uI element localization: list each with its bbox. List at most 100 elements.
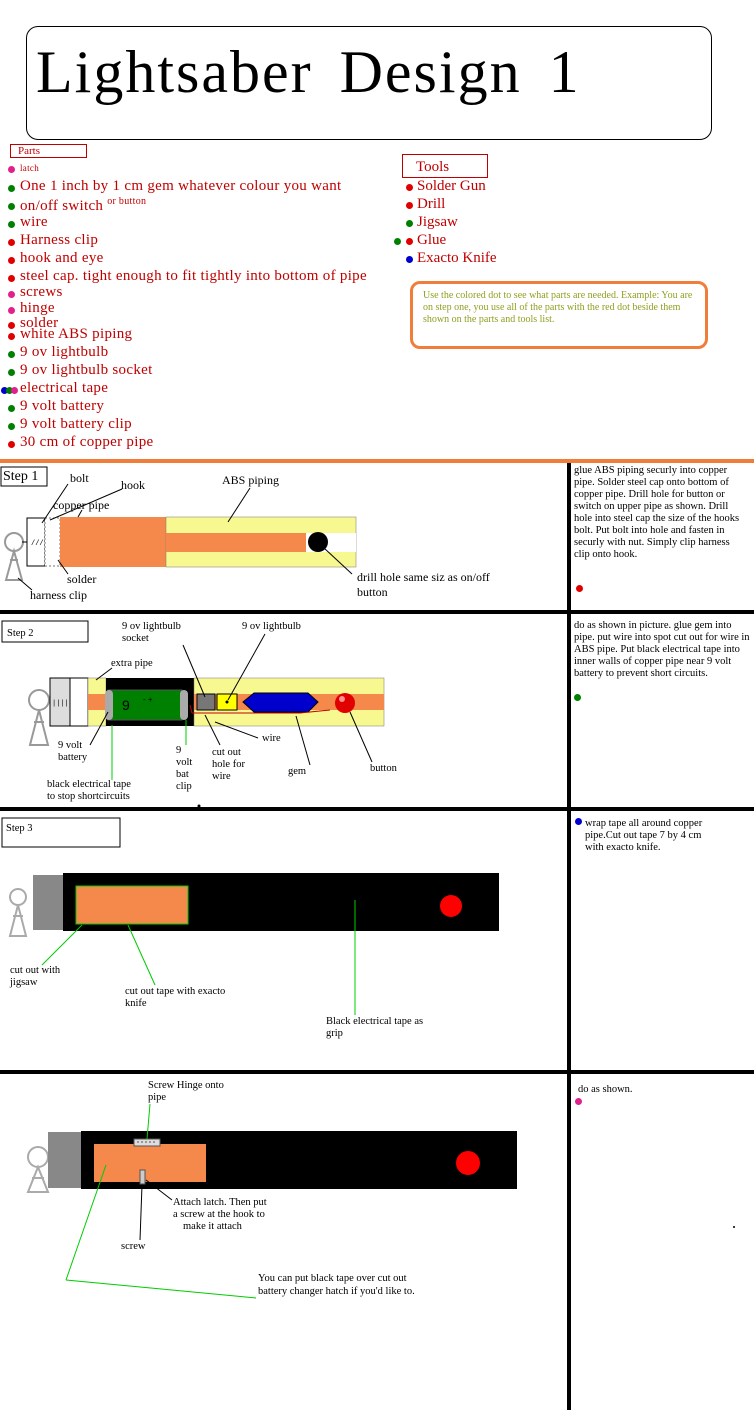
part-item: 9 volt battery: [20, 398, 104, 415]
part-item-label: wire: [20, 214, 48, 230]
label-socket-2: socket: [122, 633, 149, 644]
label-socket: 9 ov lightbulb: [122, 621, 181, 632]
part-item-label: 9 volt battery: [20, 398, 105, 414]
label-jigsaw: cut out with: [10, 965, 61, 976]
step3-text: wrap tape all around copper pipe.Cut out…: [585, 818, 703, 853]
tool-dot: [394, 238, 401, 245]
step4-diagram: [26, 1103, 735, 1299]
part-item-label: 30 cm of copper pipe: [20, 434, 154, 450]
tool-item: Drill: [417, 196, 446, 212]
instructions-note: Use the colored dot to see what parts ar…: [410, 281, 708, 349]
battery-clip: [180, 690, 188, 720]
step2-text: do as shown in picture. glue gem into pi…: [574, 620, 750, 679]
label-tape-2: to stop shortcircuits: [47, 791, 130, 802]
step3-title: Step 3: [6, 823, 33, 834]
part-item-label: white ABS piping: [20, 326, 133, 342]
svg-text:||||: ||||: [52, 700, 69, 708]
drill-hole-1: [308, 532, 328, 552]
label-clip-3: bat: [176, 769, 189, 780]
title-frame: [26, 26, 712, 140]
part-item: steel cap. tight enough to fit tightly i…: [20, 268, 367, 285]
label-cutout-3: wire: [212, 771, 231, 782]
label-bolt: bolt: [70, 471, 89, 485]
steel-cap-3: [33, 875, 63, 930]
label-clip-4: clip: [176, 781, 192, 792]
step1-dot: [576, 585, 583, 592]
part-dot: [8, 423, 15, 430]
tool-dot: [406, 238, 413, 245]
battery-9v: [107, 689, 183, 721]
tool-item: Exacto Knife: [417, 250, 497, 266]
part-dot: [8, 291, 15, 298]
part-item-label: 9 ov lightbulb socket: [20, 362, 153, 378]
wire: [189, 704, 331, 714]
page-title: Lightsaber Design 1: [36, 39, 581, 105]
step4-dot: [575, 1098, 582, 1105]
label-battery: 9 volt: [58, 740, 83, 751]
step3-dot: [575, 818, 582, 825]
battery-end: [105, 690, 113, 720]
part-dot: [11, 387, 18, 394]
steel-cap-4: [48, 1132, 81, 1188]
label-screw: screw: [121, 1241, 146, 1252]
part-item-label: on/off switch: [20, 198, 104, 214]
part-dot: [1, 387, 8, 394]
label-drill-hole-button: button: [357, 585, 388, 599]
cutout-tape: [75, 885, 189, 925]
label-drill-hole: drill hole same siz as on/off: [357, 570, 490, 584]
label-hook: hook: [121, 478, 145, 492]
label-copper-pipe: copper pipe: [53, 498, 110, 512]
part-item: Harness clip: [20, 232, 98, 249]
part-item-label: latch: [20, 163, 39, 173]
label-battery-2: battery: [58, 752, 88, 763]
harness-clip-icon: [26, 1146, 50, 1193]
part-dot: [8, 322, 15, 329]
label-latch-3: make it attach: [183, 1221, 242, 1232]
label-clip-1: 9: [176, 745, 182, 756]
tool-dot: [406, 220, 413, 227]
part-item-label: electrical tape: [20, 380, 109, 396]
step2-title-box: [1, 620, 89, 643]
part-dot: [8, 369, 15, 376]
part-item: 9 ov lightbulb: [20, 344, 108, 361]
part-item-suffix: or button: [107, 196, 147, 207]
orange-separator: [0, 459, 754, 463]
label-hinge: Screw Hinge onto: [148, 1080, 224, 1091]
label-knife: cut out tape with exacto: [125, 986, 226, 997]
step1-title: Step 1: [3, 469, 39, 484]
step-separator-2: [0, 807, 754, 811]
part-dot: [8, 351, 15, 358]
svg-text:9: 9: [122, 697, 130, 713]
copper-pipe-1: [60, 517, 166, 567]
part-dot: [8, 203, 15, 210]
tool-item: Glue: [417, 232, 447, 248]
label-jigsaw-2: jigsaw: [10, 977, 38, 988]
part-item: 9 volt battery clip: [20, 416, 132, 433]
step4-text: do as shown.: [578, 1084, 633, 1095]
step1-diagram: ///: [0, 466, 357, 591]
part-item: screws: [20, 284, 63, 301]
bulb-socket: [196, 693, 216, 711]
part-item-label: Harness clip: [20, 232, 99, 248]
step2-diagram: |||| 9 - +: [1, 620, 385, 808]
tools-header-box: [402, 154, 488, 178]
part-item: One 1 inch by 1 cm gem whatever colour y…: [20, 178, 342, 195]
step1-title-box: [0, 466, 48, 487]
column-divider: [567, 463, 571, 1410]
button: [335, 693, 355, 713]
label-cutout-2: hole for: [212, 759, 245, 770]
label-button: button: [370, 763, 397, 774]
label-hinge-2: pipe: [148, 1092, 167, 1103]
label-grip: Black electrical tape as: [326, 1016, 424, 1027]
step2-dot: [574, 694, 581, 701]
part-item: electrical tape: [20, 380, 108, 397]
part-item-label: hook and eye: [20, 250, 104, 266]
label-gem: gem: [288, 766, 307, 777]
label-wire: wire: [262, 733, 281, 744]
label-abs-piping: ABS piping: [222, 473, 280, 487]
label-clip-2: volt: [176, 757, 193, 768]
step3-diagram: [1, 817, 499, 1015]
part-dot: [8, 185, 15, 192]
part-dot: [8, 275, 15, 282]
